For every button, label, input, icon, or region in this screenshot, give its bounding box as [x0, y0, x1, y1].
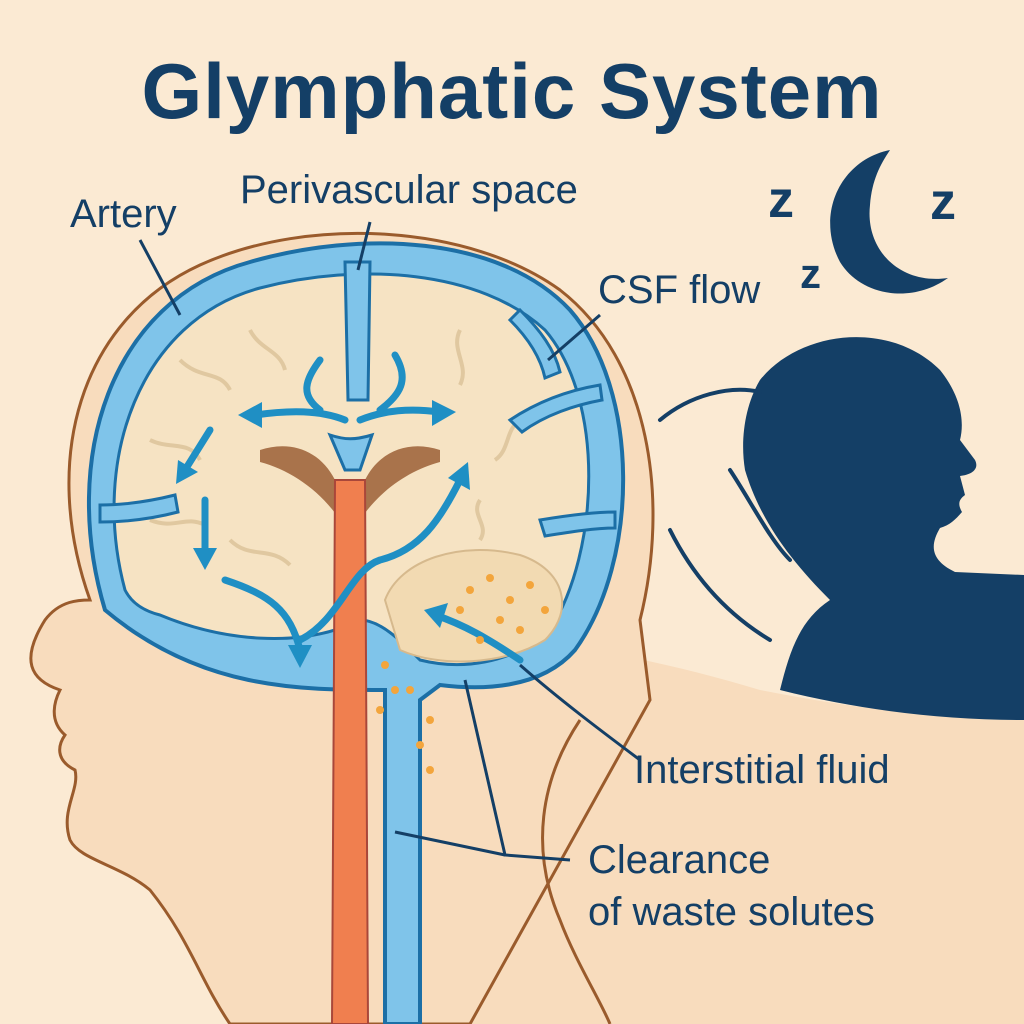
sleep-z-1: z	[768, 171, 794, 229]
label-artery: Artery	[70, 192, 177, 236]
label-perivascular-space: Perivascular space	[240, 168, 578, 212]
sleep-z-3: z	[800, 250, 821, 297]
page-title: Glymphatic System	[141, 47, 883, 135]
label-csf-flow: CSF flow	[598, 268, 761, 312]
arrow-lower-curve	[221, 576, 304, 654]
waste-solute-dots	[376, 574, 549, 774]
artery-vessel	[330, 479, 370, 1024]
csf-flow-arrows	[181, 351, 524, 664]
leader-artery	[138, 239, 182, 316]
leader-clearance-b	[394, 830, 506, 857]
brainstem-left	[260, 446, 340, 520]
arrow-right-branch	[356, 406, 444, 424]
arrow-interstitial	[431, 611, 524, 664]
sleeping-person-silhouette	[743, 337, 1024, 720]
leader-perivascular	[356, 221, 372, 271]
label-clearance-line2: of waste solutes	[588, 890, 875, 934]
sleep-z-2: z	[930, 173, 956, 231]
perivascular-channels	[98, 260, 617, 538]
arrow-left-branch	[251, 408, 349, 424]
cerebellum	[383, 549, 564, 663]
ventricle-hub	[327, 432, 375, 472]
label-clearance-line1: Clearance	[588, 838, 771, 882]
arrow-upper-left	[303, 356, 324, 414]
neck-contour	[541, 719, 612, 1024]
leader-csf-flow	[547, 313, 601, 362]
brainstem-right	[360, 446, 440, 520]
label-interstitial-fluid: Interstitial fluid	[634, 748, 890, 792]
moon-icon	[830, 150, 948, 294]
leader-interstitial	[519, 663, 641, 762]
arrow-rising-curve	[296, 476, 464, 644]
sleep-motion-lines	[658, 387, 792, 642]
arrow-heads	[176, 400, 470, 668]
arrow-upper-right	[376, 351, 406, 414]
label-leaders	[138, 221, 641, 862]
arrow-down-left-1	[181, 426, 214, 474]
